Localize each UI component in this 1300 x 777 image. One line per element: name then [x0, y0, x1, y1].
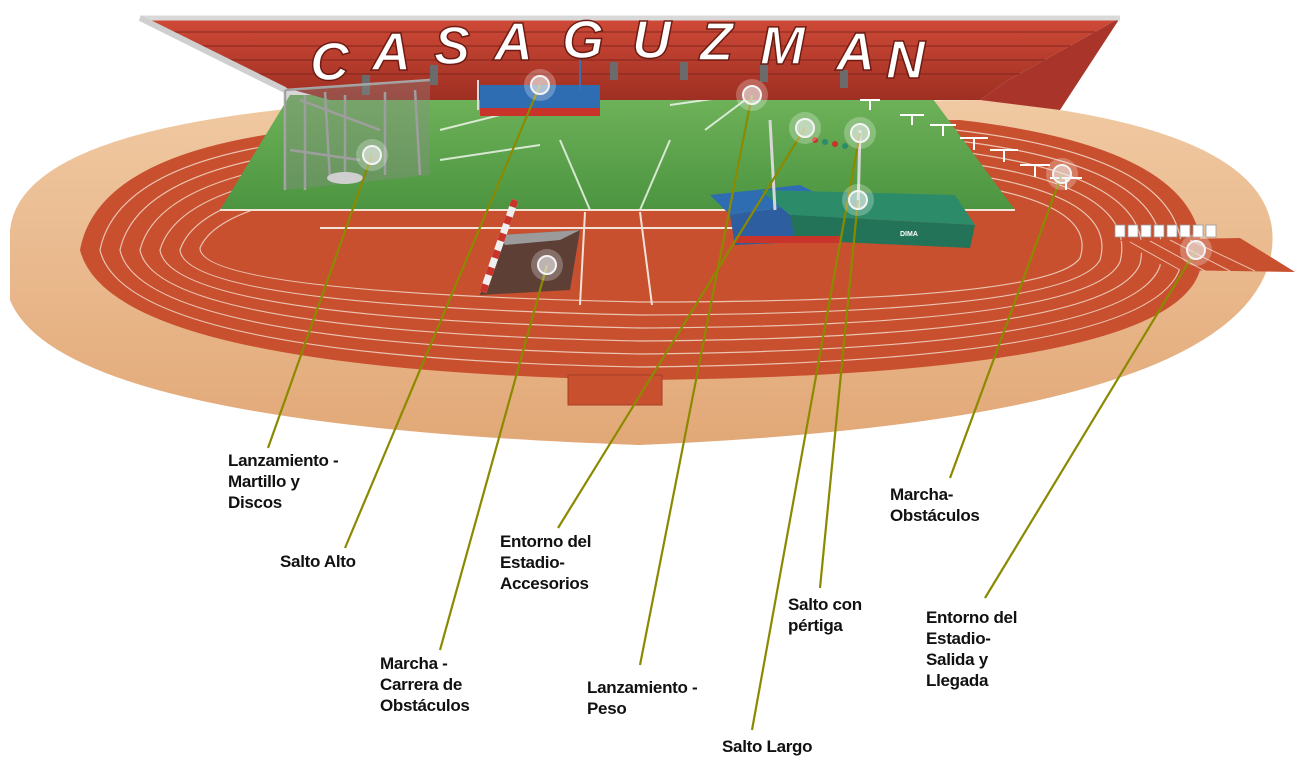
pole-vault-mat: DIMA	[710, 119, 975, 248]
hotspot-dot	[848, 190, 868, 210]
callout-line: Marcha-	[890, 485, 954, 504]
callout-hurdles[interactable]: Marcha- Obstáculos	[890, 484, 980, 526]
callout-line: Obstáculos	[380, 696, 470, 715]
brand-lettering: C A S A G U Z M A N	[309, 9, 927, 93]
callout-line: Carrera de	[380, 675, 463, 694]
callout-start-finish[interactable]: Entorno del Estadio- Salida y Llegada	[926, 607, 1017, 691]
brand-letter: N	[886, 30, 926, 90]
infield-grass	[220, 95, 1015, 210]
steeplechase-barrier	[479, 198, 580, 295]
brand-letter: C	[310, 32, 350, 92]
throwing-cage	[283, 78, 431, 190]
brand-letter: A	[492, 12, 533, 72]
hotspot-dot	[537, 255, 557, 275]
starting-blocks	[1114, 224, 1217, 238]
svg-text:DIMA: DIMA	[900, 231, 918, 238]
callout-hammer-discus[interactable]: Lanzamiento - Martillo y Discos	[228, 450, 339, 513]
accessory-markers	[812, 137, 848, 149]
brand-letter: A	[370, 22, 411, 82]
stands	[140, 18, 1120, 100]
hotspots	[356, 69, 1212, 281]
callout-shot-put[interactable]: Lanzamiento - Peso	[587, 677, 698, 719]
callout-line: Martillo y	[228, 472, 300, 491]
callout-steeplechase[interactable]: Marcha - Carrera de Obstáculos	[380, 653, 470, 716]
callout-line: Entorno del	[500, 532, 592, 551]
callout-line: Obstáculos	[890, 506, 980, 525]
callout-line: Discos	[228, 493, 282, 512]
hotspot-dot	[1186, 240, 1206, 260]
hotspot-dot	[530, 75, 550, 95]
callout-line: Lanzamiento -	[228, 451, 339, 470]
callout-line: Llegada	[926, 671, 989, 690]
hotspot-dot	[742, 85, 762, 105]
leader-lines	[266, 84, 1197, 731]
callout-long-jump[interactable]: Salto Largo	[722, 736, 813, 757]
hotspot-dot	[362, 145, 382, 165]
brand-letter: A	[834, 22, 875, 82]
hotspot-dot	[1052, 164, 1072, 184]
brand-letter: G	[562, 10, 604, 70]
callout-accessories[interactable]: Entorno del Estadio- Accesorios	[500, 531, 591, 594]
callout-line: Accesorios	[500, 574, 589, 593]
callout-line: Entorno del	[926, 608, 1018, 627]
hotspot-dot	[850, 123, 870, 143]
long-jump-pit	[567, 374, 663, 406]
callout-line: Estadio-	[500, 553, 565, 572]
callout-line: pértiga	[788, 616, 843, 635]
callout-line: Salto con	[788, 595, 862, 614]
stand-rows	[170, 31, 1095, 75]
callout-line: Salida y	[926, 650, 988, 669]
callout-line: Marcha -	[380, 654, 448, 673]
callout-line: Salto Largo	[722, 737, 813, 756]
brand-letter: S	[434, 16, 470, 76]
hotspot-dot	[795, 118, 815, 138]
brand-letter: U	[632, 10, 673, 70]
stands-right	[980, 18, 1120, 110]
brand-letter: M	[760, 16, 806, 76]
callout-line: Salto Alto	[280, 552, 356, 571]
callout-high-jump[interactable]: Salto Alto	[280, 551, 356, 572]
callout-line: Peso	[587, 699, 627, 718]
brand-letter: Z	[698, 12, 735, 72]
callout-line: Lanzamiento -	[587, 678, 698, 697]
callout-line: Estadio-	[926, 629, 991, 648]
callout-pole-vault[interactable]: Salto con pértiga	[788, 594, 862, 636]
finish-straight	[1120, 238, 1295, 272]
